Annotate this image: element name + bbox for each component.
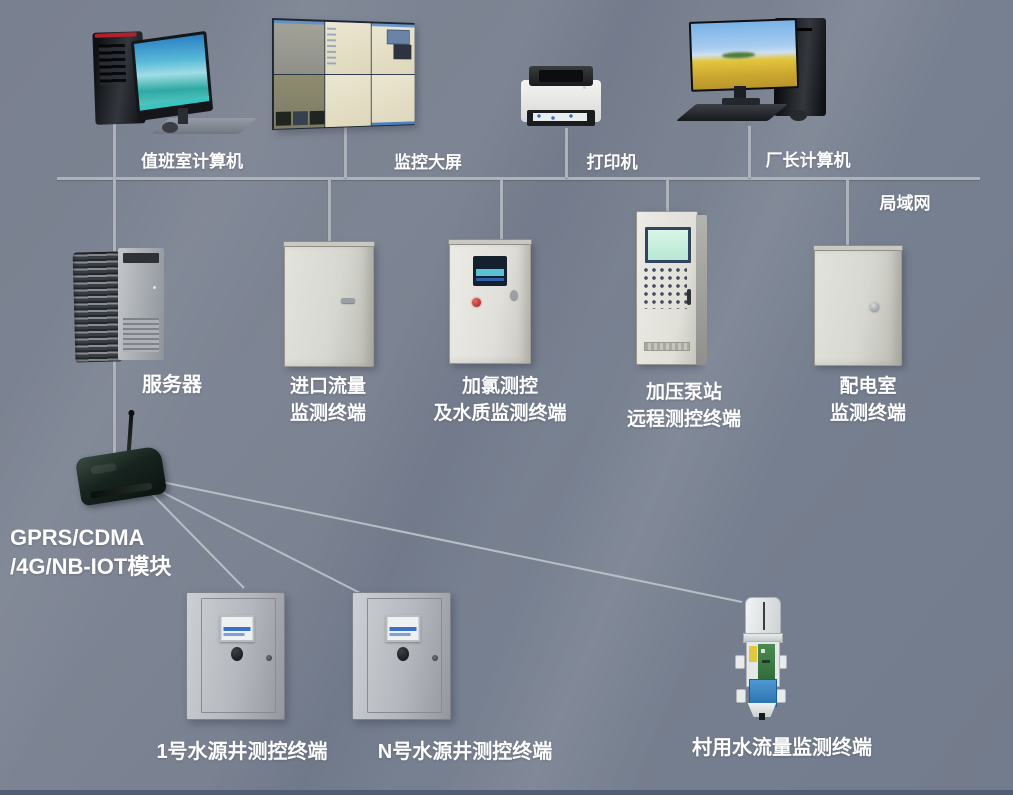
chlorination-label-line2: 及水质监测终端 [433,403,567,424]
power-room-cabinet-icon [813,245,903,366]
monitor-wall-icon [272,18,434,130]
gprs-module-label-line2: /4G/NB-IOT模块 [10,554,172,579]
chlorine-drop-line [500,180,503,242]
pump-station-label-line1: 加压泵站 [645,382,723,403]
director-drop-line [748,126,751,178]
inlet-flow-label: 进口流量 监测终端 [290,373,366,427]
power-room-label-line1: 配电室 [839,376,897,397]
pump-station-label: 加压泵站 远程测控终端 [627,379,741,433]
monitor-wall-label: 监控大屏 [394,153,462,172]
inlet-flow-cabinet-icon [283,241,375,367]
printer-icon [521,66,603,130]
village-flow-label: 村用水流量监测终端 [692,737,872,759]
well-n-label: N号水源井测控终端 [377,741,553,763]
well-1-label: 1号水源井测控终端 [156,741,328,763]
printer-drop-line [565,128,568,178]
inlet-drop-line [328,180,331,244]
lan-bus-line [57,177,980,180]
monitor-wall-drop-line [344,126,347,178]
inlet-flow-label-line1: 进口流量 [289,376,367,397]
bottom-strip [0,790,1013,795]
pump-station-label-line2: 远程测控终端 [626,409,742,430]
duty-computer-icon [90,26,257,134]
pump-drop-line [666,180,669,212]
gprs-module-label: GPRS/CDMA /4G/NB-IOT模块 [10,523,171,581]
server-label: 服务器 [142,374,202,396]
director-computer-icon [675,14,842,126]
power-drop-line [846,180,849,248]
village-flow-meter-icon [735,597,788,721]
chlorination-cabinet-icon [448,239,532,364]
inlet-flow-label-line2: 监测终端 [289,403,367,424]
power-room-label: 配电室 监测终端 [830,373,906,427]
gprs-module-label-line1: GPRS/CDMA [10,525,145,550]
pump-station-cabinet-icon [636,211,708,365]
well-1-cabinet-icon [186,592,285,720]
well-n-cabinet-icon [352,592,451,720]
duty-computer-label: 值班室计算机 [141,152,243,171]
director-computer-label: 厂长计算机 [765,151,851,170]
chlorination-label: 加氯测控 及水质监测终端 [433,373,566,427]
power-room-label-line2: 监测终端 [829,403,907,424]
lan-label: 局域网 [879,194,931,213]
printer-label: 打印机 [586,153,638,172]
chlorination-label-line1: 加氯测控 [461,376,539,397]
gprs-router-icon [72,409,182,508]
server-icon [72,248,166,364]
